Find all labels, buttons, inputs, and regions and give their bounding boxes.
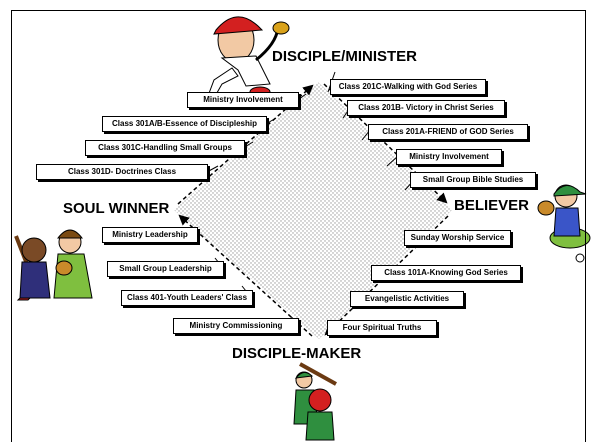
- step-box-left-upper-1: Ministry Involvement: [187, 92, 299, 108]
- step-box-right-upper-2: Class 201B- Victory in Christ Series: [347, 100, 505, 116]
- baseball-batter-illustration: [293, 362, 337, 441]
- step-box-right-lower-2: Class 101A-Knowing God Series: [371, 265, 521, 281]
- step-box-right-upper-1: Class 201C-Walking with God Series: [330, 79, 486, 95]
- heading-soul-winner: SOUL WINNER: [63, 200, 170, 217]
- heading-disciple-minister: DISCIPLE/MINISTER: [272, 48, 418, 65]
- step-box-left-lower-2: Small Group Leadership: [107, 261, 224, 277]
- step-box-left-upper-3: Class 301C-Handling Small Groups: [85, 140, 245, 156]
- step-box-left-upper-4: Class 301D- Doctrines Class: [36, 164, 208, 180]
- heading-disciple-maker: DISCIPLE-MAKER: [232, 345, 362, 362]
- baseball-players-illustration: [14, 229, 93, 301]
- step-box-right-lower-4: Four Spiritual Truths: [327, 320, 437, 336]
- slide-frame: [11, 10, 586, 442]
- step-box-right-upper-5: Small Group Bible Studies: [410, 172, 536, 188]
- step-box-right-upper-4: Ministry Involvement: [396, 149, 502, 165]
- step-box-left-lower-4: Ministry Commissioning: [173, 318, 299, 334]
- step-box-right-lower-3: Evangelistic Activities: [350, 291, 464, 307]
- step-box-right-upper-3: Class 201A-FRIEND of GOD Series: [368, 124, 528, 140]
- step-box-left-lower-1: Ministry Leadership: [102, 227, 198, 243]
- heading-believer: BELIEVER: [454, 197, 530, 214]
- step-box-left-upper-2: Class 301A/B-Essence of Discipleship: [102, 116, 267, 132]
- step-box-left-lower-3: Class 401-Youth Leaders' Class: [121, 290, 253, 306]
- step-box-right-lower-1: Sunday Worship Service: [404, 230, 511, 246]
